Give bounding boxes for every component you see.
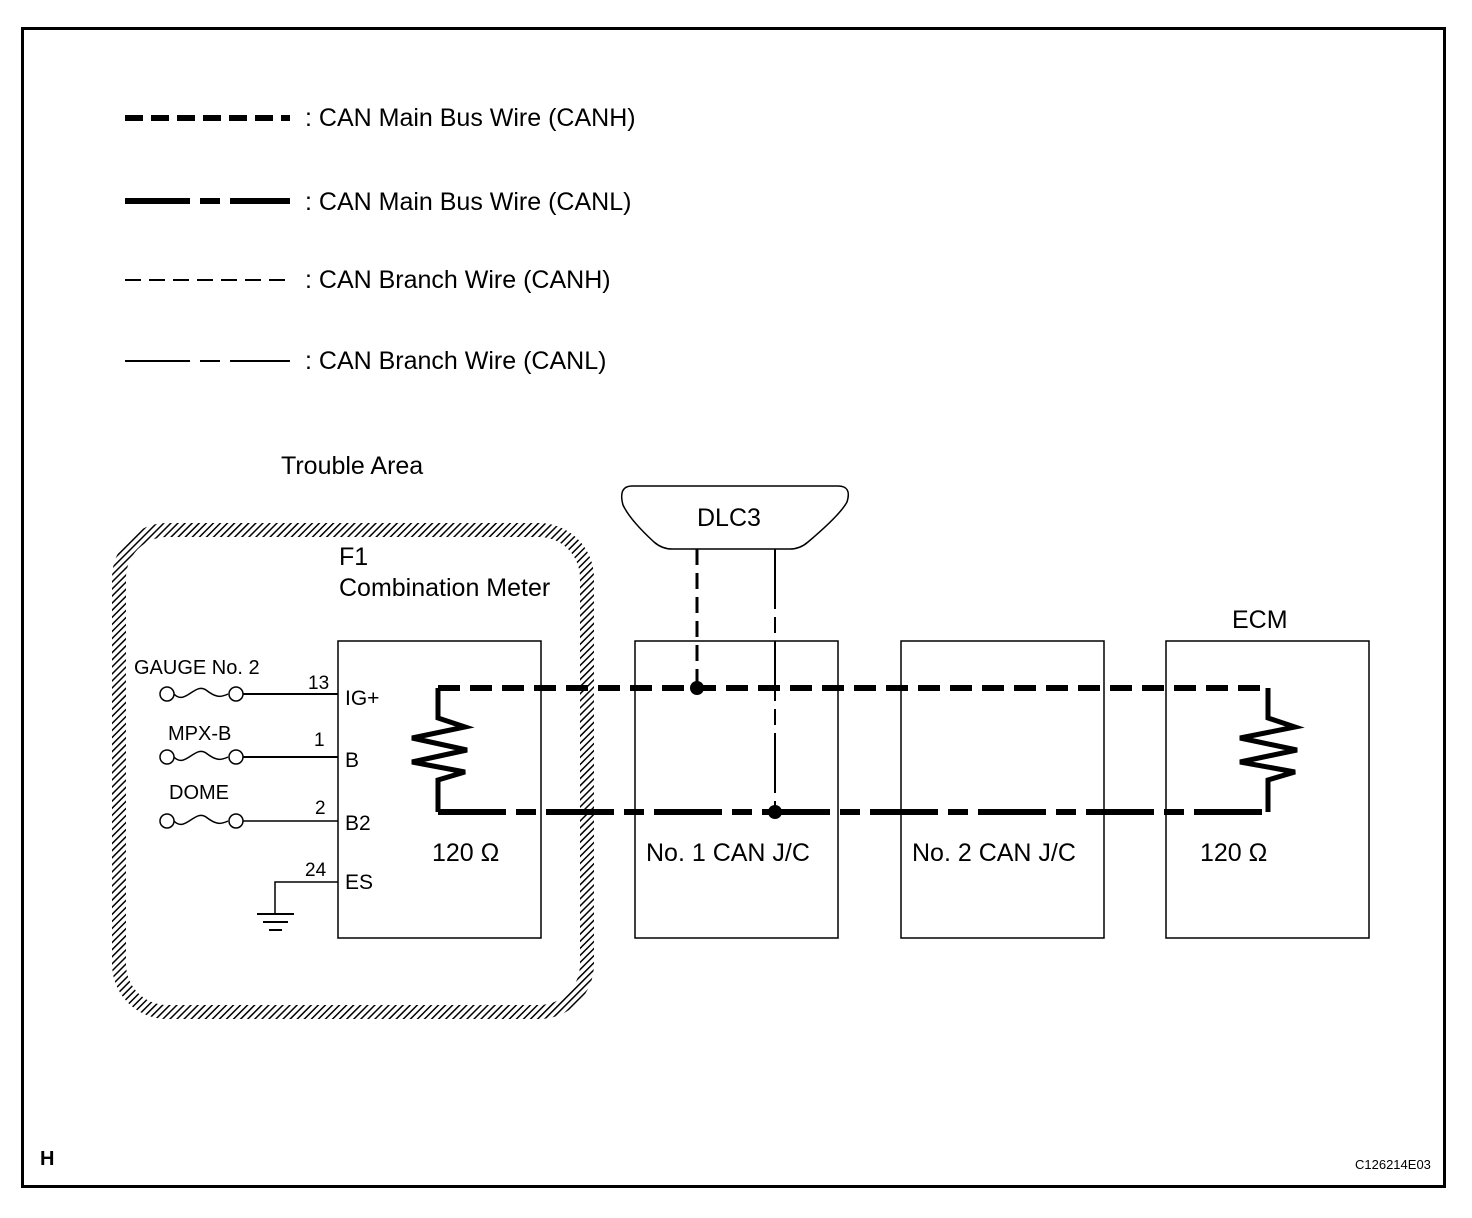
meter-name-label: Combination Meter [339,574,550,602]
ecm-title: ECM [1232,606,1288,634]
ground-es: 24 ES [257,860,373,931]
no1-can-jc-label: No. 1 CAN J/C [646,839,810,867]
pin-number: 13 [308,673,329,694]
terminal-label: ES [345,871,373,894]
fuse-mpx-b: MPX-B 1 B [159,723,359,772]
ecm-box [1165,640,1370,939]
trouble-area-label: Trouble Area [281,452,423,480]
ecm-resistance-label: 120 Ω [1200,839,1267,867]
dlc3-connector [620,485,850,550]
canh-junction-dot [690,681,704,695]
figure-code: C126214E03 [1355,1157,1431,1172]
fuse-terminal-icon [159,749,175,765]
no1-can-jc-box [634,640,839,939]
no2-can-jc-label: No. 2 CAN J/C [912,839,1076,867]
trouble-area-outline [112,523,594,1019]
pin-number: 2 [315,798,326,819]
fuse-label: MPX-B [168,723,231,745]
pin-number: 1 [314,730,325,751]
ground-icon [257,913,294,931]
fuse-gauge-no2: GAUGE No. 2 13 IG+ [134,657,379,710]
combination-meter-box [337,640,542,939]
terminal-label: B [345,749,359,772]
meter-terminator-resistor [411,688,475,812]
fuse-terminal-icon [159,686,175,702]
pin-number: 24 [305,860,327,881]
fuse-terminal-icon [159,813,175,829]
fuse-dome: DOME 2 B2 [159,782,371,835]
fuse-icon [173,750,229,762]
fuse-label: DOME [169,782,229,804]
fuse-terminal-icon [228,749,244,765]
dlc3-label: DLC3 [697,504,761,532]
meter-connector-label: F1 [339,543,368,571]
fuse-terminal-icon [228,813,244,829]
terminal-label: B2 [345,812,371,835]
meter-resistance-label: 120 Ω [432,839,499,867]
terminal-label: IG+ [345,687,379,710]
fuse-icon [173,687,229,699]
canl-junction-dot [768,805,782,819]
diagram-frame [21,27,1446,1188]
legend-main-canh-label: : CAN Main Bus Wire (CANH) [305,104,636,132]
no2-can-jc-box [900,640,1105,939]
ecm-terminator-resistor [1239,688,1305,812]
footer-left-label: H [40,1148,54,1170]
legend-branch-canh-label: : CAN Branch Wire (CANH) [305,266,611,294]
legend: : CAN Main Bus Wire (CANH) : CAN Main Bu… [125,104,636,375]
fuse-terminal-icon [228,686,244,702]
fuse-icon [173,814,229,826]
fuse-label: GAUGE No. 2 [134,657,260,679]
legend-main-canl-label: : CAN Main Bus Wire (CANL) [305,188,631,216]
legend-branch-canl-label: : CAN Branch Wire (CANL) [305,347,606,375]
